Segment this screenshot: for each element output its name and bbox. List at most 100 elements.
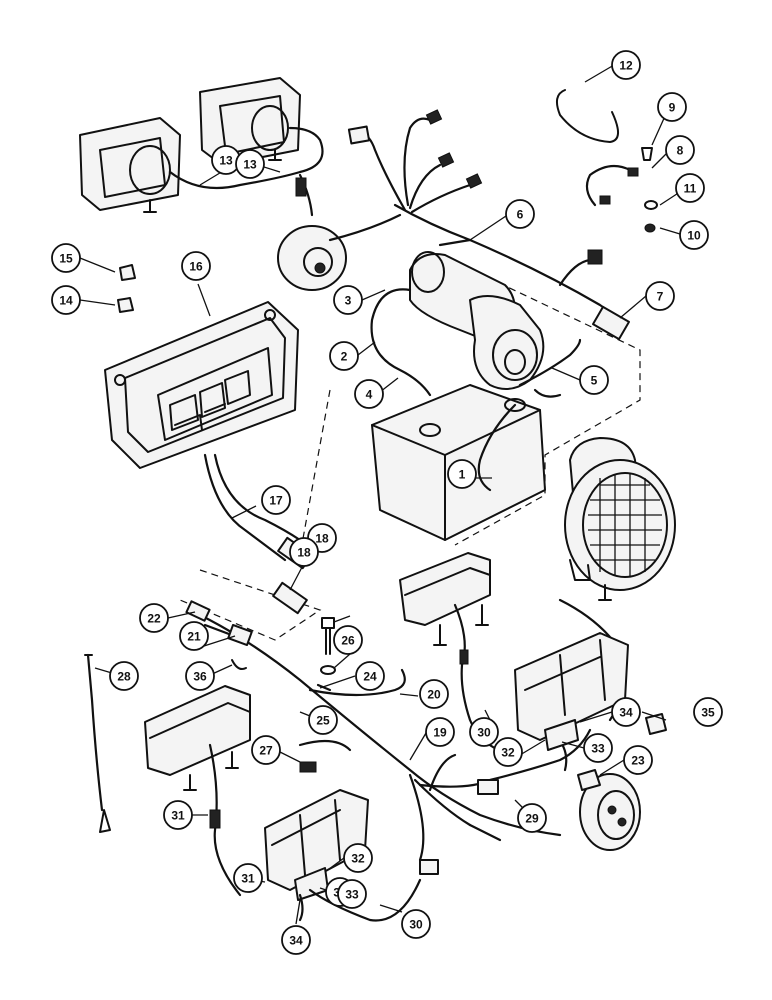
callout-23: 23 [623, 745, 653, 775]
callout-33: 33 [583, 733, 613, 763]
callout-circle [493, 737, 523, 767]
ring-and-fasteners [555, 89, 658, 233]
callout-label: 18 [315, 532, 329, 546]
callout-label: 8 [677, 144, 684, 158]
callout-circle [308, 705, 338, 735]
callout-label: 11 [684, 182, 697, 196]
callout-33: 33 [337, 879, 367, 909]
callout-circle [185, 661, 215, 691]
callout-circle [447, 459, 477, 489]
callout-label: 30 [477, 726, 491, 740]
main-harness [347, 109, 630, 341]
callout-32: 32 [343, 843, 373, 873]
callout-12: 12 [611, 50, 641, 80]
callout-36: 36 [185, 661, 215, 691]
callout-circle [261, 485, 291, 515]
callout-label: 19 [433, 726, 447, 740]
callout-circle [469, 717, 499, 747]
callout-28: 28 [109, 661, 139, 691]
clip-36-and-lead-29 [84, 653, 247, 833]
callout-34: 34 [611, 697, 641, 727]
callout-circle [611, 50, 641, 80]
callout-label: 34 [619, 706, 633, 720]
instrument-cluster [104, 301, 302, 562]
callout-label: 33 [591, 742, 605, 756]
callout-circle [657, 92, 687, 122]
callout-circle [333, 285, 363, 315]
callout-19: 19 [425, 717, 455, 747]
callout-26: 26 [333, 625, 363, 655]
callout-8: 8 [665, 135, 695, 165]
callout-label: 34 [289, 934, 303, 948]
callout-label: 17 [269, 494, 283, 508]
callout-circle [679, 220, 709, 250]
callout-label: 4 [366, 388, 373, 402]
callout-label: 7 [657, 290, 664, 304]
callout-2: 2 [329, 341, 359, 371]
callout-circle [233, 863, 263, 893]
callout-25: 25 [308, 705, 338, 735]
callout-label: 1 [459, 468, 466, 482]
starter-motor [370, 251, 582, 398]
callout-27: 27 [251, 735, 281, 765]
callout-3: 3 [333, 285, 363, 315]
callout-label: 2 [341, 350, 348, 364]
callout-circle [51, 285, 81, 315]
callout-22: 22 [139, 603, 169, 633]
callout-circle [419, 679, 449, 709]
callout-circle [333, 625, 363, 655]
callout-circle [623, 745, 653, 775]
headlamp-left [79, 117, 181, 213]
callout-label: 26 [341, 634, 355, 648]
callout-label: 5 [591, 374, 598, 388]
callout-label: 13 [219, 154, 233, 168]
lamp-upper-right [399, 552, 512, 757]
callout-label: 29 [525, 812, 539, 826]
callout-17: 17 [261, 485, 291, 515]
callout-24: 24 [355, 661, 385, 691]
callout-label: 20 [427, 688, 441, 702]
callout-16: 16 [181, 251, 211, 281]
callout-circle [583, 733, 613, 763]
callout-circle [251, 735, 281, 765]
callout-6: 6 [505, 199, 535, 229]
callout-30: 30 [469, 717, 499, 747]
callout-circle [235, 149, 265, 179]
callout-circle [675, 173, 705, 203]
callout-32: 32 [493, 737, 523, 767]
callout-21: 21 [179, 621, 209, 651]
callout-29: 29 [517, 803, 547, 833]
callout-label: 15 [59, 252, 73, 266]
callout-4: 4 [354, 379, 384, 409]
callout-circle [425, 717, 455, 747]
callout-1: 1 [447, 459, 477, 489]
callout-label: 23 [631, 754, 645, 768]
callout-label: 16 [189, 260, 203, 274]
callout-circle [354, 379, 384, 409]
callout-label: 22 [147, 612, 161, 626]
callout-label: 6 [517, 208, 524, 222]
callout-9: 9 [657, 92, 687, 122]
callout-label: 18 [297, 546, 311, 560]
callout-circle [401, 909, 431, 939]
callout-label: 14 [59, 294, 73, 308]
callout-11: 11 [675, 173, 705, 203]
callout-label: 36 [193, 670, 207, 684]
callout-5: 5 [579, 365, 609, 395]
horn [277, 213, 402, 291]
callout-circle [517, 803, 547, 833]
callout-15: 15 [51, 243, 81, 273]
callout-circle [179, 621, 209, 651]
callout-circle [611, 697, 641, 727]
lamp-right-double [514, 632, 629, 772]
callout-circle [579, 365, 609, 395]
lamp-left-upper [144, 685, 251, 897]
callout-7: 7 [645, 281, 675, 311]
callout-10: 10 [679, 220, 709, 250]
callout-label: 10 [687, 229, 701, 243]
callout-circle [693, 697, 723, 727]
callout-circle [109, 661, 139, 691]
callout-18: 18 [289, 537, 319, 567]
callout-20: 20 [419, 679, 449, 709]
